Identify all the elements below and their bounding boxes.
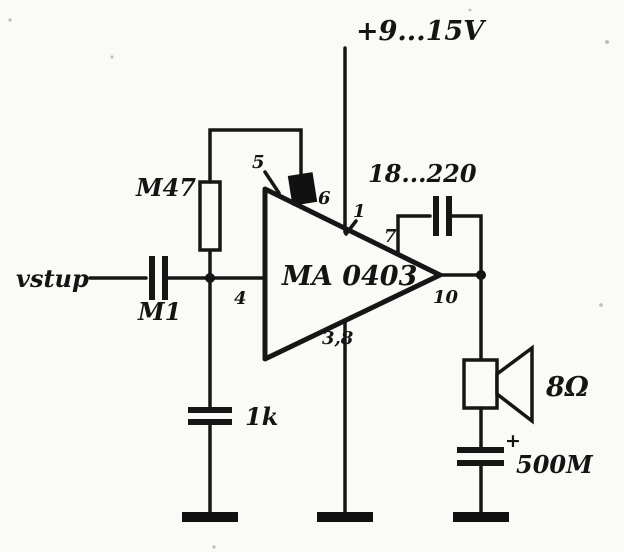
bootstrap-wire-left: [396, 214, 432, 256]
speaker-cone: [495, 344, 534, 425]
pin5-tick: [263, 170, 281, 195]
pin-label-5: 5: [252, 152, 265, 173]
feedback-resistor-body: [198, 180, 222, 252]
feedback-resistor-label: M47: [135, 173, 196, 202]
feedback-wire-top: [208, 128, 303, 184]
input-label: vstup: [16, 264, 89, 293]
speaker-label: 8Ω: [545, 372, 589, 403]
pin-label-4: 4: [234, 288, 247, 309]
pin5-6-strap: [287, 172, 318, 206]
pin-label-10: 10: [433, 287, 459, 308]
input-cap-label: M1: [137, 297, 181, 326]
amplifier-triangle: [262, 186, 443, 362]
scan-speckles: [8, 8, 609, 549]
bootstrap-cap-label: 18...220: [368, 159, 477, 188]
supply-label: +9...15V: [356, 16, 487, 47]
speaker-body: [462, 358, 499, 410]
pin-label-1: 1: [353, 201, 366, 222]
bypass-cap-label: 1k: [245, 402, 278, 431]
pin-label-7: 7: [384, 226, 397, 247]
output-cap-polarity: +: [505, 430, 521, 452]
pin-label-3-8: 3,8: [322, 328, 354, 349]
pin-label-6: 6: [318, 188, 331, 209]
bootstrap-wire-right: [447, 214, 483, 277]
output-cap-label: 500M: [516, 450, 594, 479]
ic-label: MA 0403: [281, 261, 417, 292]
